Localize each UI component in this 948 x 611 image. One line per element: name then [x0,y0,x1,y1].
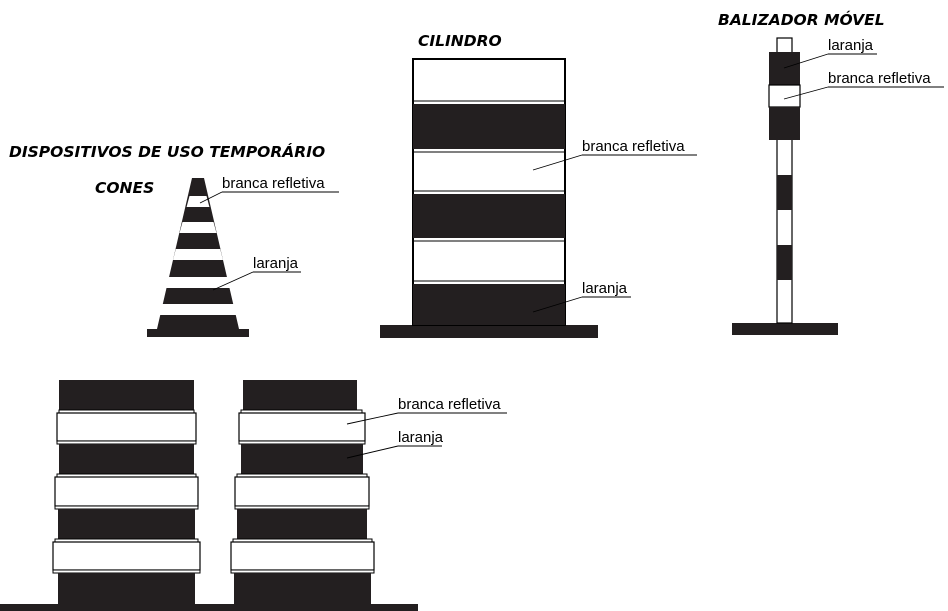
drum-orange-label: laranja [398,429,444,446]
drums-base [0,604,418,611]
drum-orange-leader [346,445,399,459]
drum-orange-band [241,444,363,474]
drum-white-band [56,412,197,442]
drum-rim [234,505,370,510]
drum-rim [238,440,366,445]
cone-white-band [186,196,210,207]
drum-orange-band [243,380,357,410]
delineator-pole-band [777,245,792,280]
cone-orange-leader [212,271,254,291]
drum-orange-band [58,573,195,604]
cone-white-band [158,304,238,315]
mobile-delineator [732,37,838,335]
main-title: DISPOSITIVOS DE USO TEMPORÁRIO [9,142,325,161]
drum-white-band [234,476,370,507]
drum-rim [52,569,201,574]
drum-left [52,380,201,604]
delineator-base [732,323,838,335]
delineator-orange-label: laranja [828,37,874,54]
drum-white-band [54,476,199,507]
balizador-title: BALIZADOR MÓVEL [718,10,885,29]
cylinder-orange-band [413,284,565,325]
cylinder [380,58,598,338]
cylinder-base [380,325,598,338]
cones-title: CONES [95,179,154,197]
drum-right [230,380,375,604]
delineator-orange-leader [783,53,829,69]
cylinder-white-label: branca refletiva [582,138,685,155]
cylinder-white-leader [532,154,583,171]
drum-white-label: branca refletiva [398,396,501,413]
cone-white-band [179,222,217,233]
drum-rim [56,440,197,445]
delineator-pole-band [777,175,792,210]
delineator-white-label: branca refletiva [828,70,931,87]
drum-white-band [230,541,375,571]
drum-orange-band [59,380,194,410]
cylinder-title: CILINDRO [418,32,502,50]
cylinder-orange-leader [532,296,583,313]
delineator-panel-orange [769,107,800,140]
cylinder-orange-label: laranja [582,280,628,297]
drum-white-band [52,541,201,571]
delineator-panel-orange [769,52,800,85]
drum-orange-band [234,573,371,604]
cylinder-orange-band [413,104,565,149]
drum-rim [230,569,375,574]
traffic-cone [147,178,249,337]
cone-base [147,329,249,337]
drum-white-band [238,412,366,442]
cone-white-band [173,249,223,260]
drum-orange-band [58,509,195,539]
cylinder-orange-band [413,194,565,238]
drum-white-leader [346,412,399,425]
cone-white-label: branca refletiva [222,175,325,192]
cone-white-leader [199,191,223,204]
drum-orange-band [59,444,194,474]
delineator-white-leader [783,86,829,100]
cone-white-band [165,277,231,288]
drum-orange-band [237,509,367,539]
cone-orange-label: laranja [253,255,299,272]
drum-rim [54,505,199,510]
